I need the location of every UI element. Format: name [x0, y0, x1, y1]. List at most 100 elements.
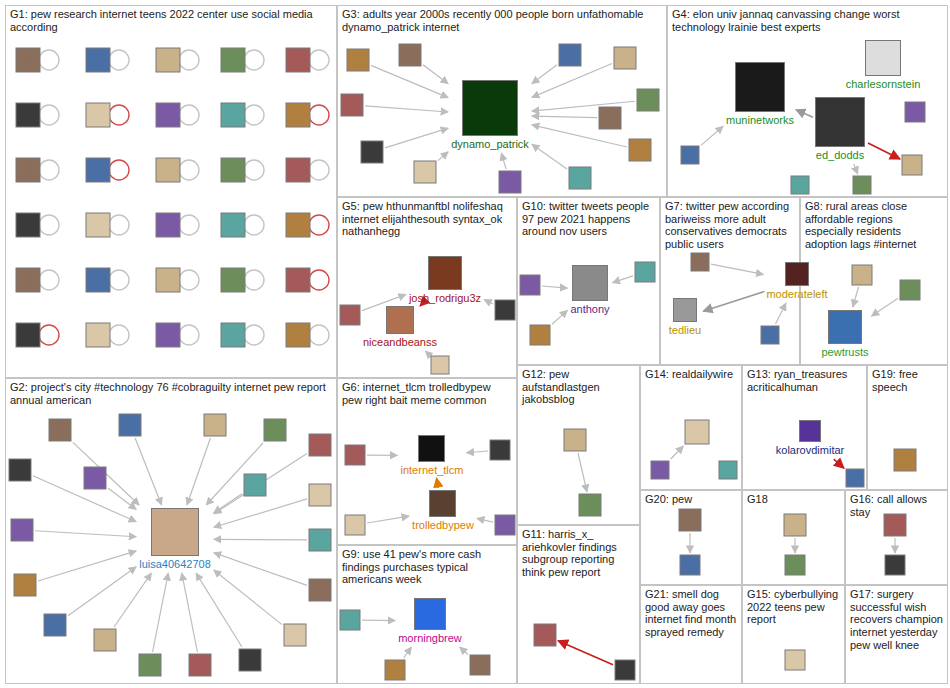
- self-loop: [39, 50, 59, 70]
- avatar-thumbnail: [286, 213, 310, 237]
- avatar-image: [865, 40, 901, 76]
- avatar-thumbnail: [761, 326, 779, 344]
- network-tie: [466, 451, 488, 453]
- vertex-label: morningbrew: [398, 630, 462, 644]
- group-heading: G6: internet_tlcm trolledbypew pew right…: [338, 379, 516, 408]
- group-heading: G15: cyberbullying 2022 teens pew report: [743, 586, 844, 628]
- group-heading: G4: elon univ jannaq canvassing change w…: [668, 6, 947, 35]
- avatar-thumbnail: [340, 305, 360, 325]
- avatar-thumbnail: [431, 356, 449, 374]
- avatar-thumbnail: [86, 268, 110, 292]
- avatar-thumbnail: [44, 614, 66, 636]
- avatar-thumbnail: [615, 660, 635, 680]
- avatar-thumbnail: [852, 265, 872, 285]
- avatar-thumbnail: [599, 107, 621, 129]
- network-tie: [35, 531, 136, 537]
- vertex-label: luisa40642708: [139, 556, 211, 570]
- avatar-thumbnail: [16, 103, 40, 127]
- vertex-node: pewtrusts: [821, 310, 868, 358]
- avatar-thumbnail: [309, 484, 331, 506]
- avatar-thumbnail: [345, 515, 365, 535]
- group-box: G11: harris_x_ ariehkovler findings subg…: [517, 525, 640, 684]
- avatar-thumbnail: [86, 213, 110, 237]
- avatar-thumbnail: [86, 103, 110, 127]
- avatar-thumbnail: [414, 161, 436, 183]
- avatar-thumbnail: [637, 89, 659, 111]
- avatar-thumbnail: [286, 158, 310, 182]
- avatar-thumbnail: [885, 555, 905, 575]
- group-heading: G8: rural areas close affordable regions…: [801, 198, 947, 253]
- avatar-thumbnail: [309, 434, 331, 456]
- avatar-thumbnail: [347, 49, 369, 71]
- group-heading: G18: [743, 491, 844, 508]
- group-box: G3: adults year 2000s recently 000 peopl…: [337, 5, 667, 197]
- vertex-label: josh_rodrigu3z: [409, 290, 481, 304]
- self-loop: [39, 105, 59, 125]
- network-tie: [153, 573, 169, 652]
- avatar-thumbnail: [559, 44, 581, 66]
- network-tie: [578, 453, 587, 492]
- group-heading: G1: pew research internet teens 2022 cen…: [6, 6, 336, 35]
- vertex-label: niceandbeanss: [363, 334, 437, 348]
- vertex-label: muninetworks: [726, 112, 794, 126]
- avatar-thumbnail: [49, 419, 71, 441]
- avatar-thumbnail: [564, 429, 586, 451]
- group-box: G19: free speech: [867, 365, 948, 490]
- network-tie: [362, 620, 395, 622]
- avatar-thumbnail: [86, 158, 110, 182]
- avatar-thumbnail: [900, 280, 920, 300]
- avatar-thumbnail: [499, 171, 521, 193]
- avatar-image: [429, 490, 456, 517]
- self-loop: [244, 50, 264, 70]
- self-loop: [179, 50, 199, 70]
- avatar-thumbnail: [470, 655, 490, 675]
- group-box: G9: use 41 pew's more cash findings purc…: [337, 545, 517, 684]
- self-loop: [179, 325, 199, 345]
- network-tie: [853, 287, 859, 307]
- network-tie: [423, 65, 448, 84]
- self-loop: [39, 215, 59, 235]
- self-loop: [109, 160, 129, 180]
- avatar-thumbnail: [244, 474, 266, 496]
- avatar-image: [799, 420, 821, 442]
- group-box: G5: pew hthunmanftbl nolifeshaq internet…: [337, 197, 517, 378]
- avatar-thumbnail: [853, 176, 871, 194]
- avatar-image: [828, 310, 862, 344]
- avatar-thumbnail: [902, 155, 922, 175]
- group-box: G4: elon univ jannaq canvassing change w…: [667, 5, 948, 197]
- avatar-thumbnail: [614, 47, 636, 69]
- avatar-thumbnail: [846, 469, 864, 487]
- avatar-thumbnail: [785, 650, 805, 670]
- group-heading: G19: free speech: [868, 366, 947, 395]
- avatar-thumbnail: [635, 262, 655, 282]
- network-tie: [711, 264, 763, 274]
- avatar-thumbnail: [94, 629, 116, 651]
- self-loop: [309, 215, 329, 235]
- group-box: G17: surgery successful wish recovers ch…: [845, 585, 948, 684]
- group-box: G8: rural areas close affordable regions…: [800, 197, 948, 365]
- avatar-thumbnail: [784, 514, 806, 536]
- self-loop: [109, 105, 129, 125]
- avatar-thumbnail: [16, 323, 40, 347]
- self-loop: [244, 160, 264, 180]
- self-loop: [309, 325, 329, 345]
- group-heading: G7: twitter pew according bariweiss more…: [661, 198, 799, 253]
- network-tie: [73, 442, 139, 505]
- network-tie: [38, 551, 136, 581]
- avatar-thumbnail: [286, 103, 310, 127]
- avatar-thumbnail: [399, 44, 421, 66]
- group-heading: G2: project's city #technology 76 #cobra…: [6, 379, 336, 408]
- vertex-node: dynamo_patrick: [451, 80, 529, 150]
- self-loop: [39, 325, 59, 345]
- vertex-node: trolledbypew: [412, 490, 474, 531]
- group-box: G7: twitter pew according bariweiss more…: [660, 197, 800, 365]
- group-box: G20: pew: [640, 490, 742, 585]
- self-loop: [179, 215, 199, 235]
- self-loop: [109, 50, 129, 70]
- avatar-image: [572, 265, 608, 301]
- vertex-label: moderateleft: [766, 286, 827, 300]
- group-heading: G21: smell dog good away goes internet f…: [641, 586, 741, 641]
- network-tie: [367, 516, 409, 523]
- group-heading: G17: surgery successful wish recovers ch…: [846, 586, 947, 653]
- self-loop: [244, 270, 264, 290]
